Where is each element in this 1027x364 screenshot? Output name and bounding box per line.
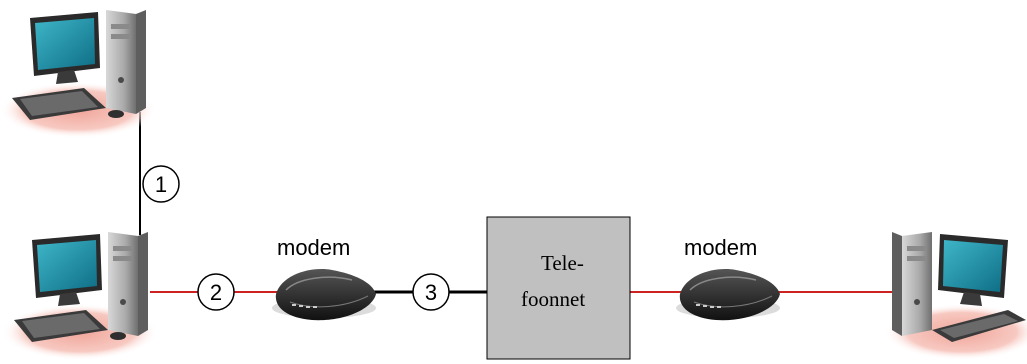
modem-right-label: modem	[684, 235, 757, 260]
computer-bottom-left-icon	[2, 232, 158, 360]
computer-top-left-icon	[0, 10, 156, 138]
link-marker-3: 3	[412, 273, 450, 311]
modem-left-label: modem	[277, 235, 350, 260]
computer-right-icon	[884, 232, 1027, 360]
link-marker-2: 2	[197, 273, 235, 311]
link-number: 2	[210, 280, 222, 305]
modem-right-icon	[675, 268, 781, 321]
modem-left-icon	[271, 268, 377, 321]
link-number: 3	[425, 280, 437, 305]
link-marker-1: 1	[142, 165, 180, 203]
network-label-line1: Tele-	[541, 251, 584, 275]
network-label-line2: foonnet	[521, 287, 585, 311]
link-number: 1	[155, 172, 167, 197]
telephone-network-box	[486, 216, 631, 360]
